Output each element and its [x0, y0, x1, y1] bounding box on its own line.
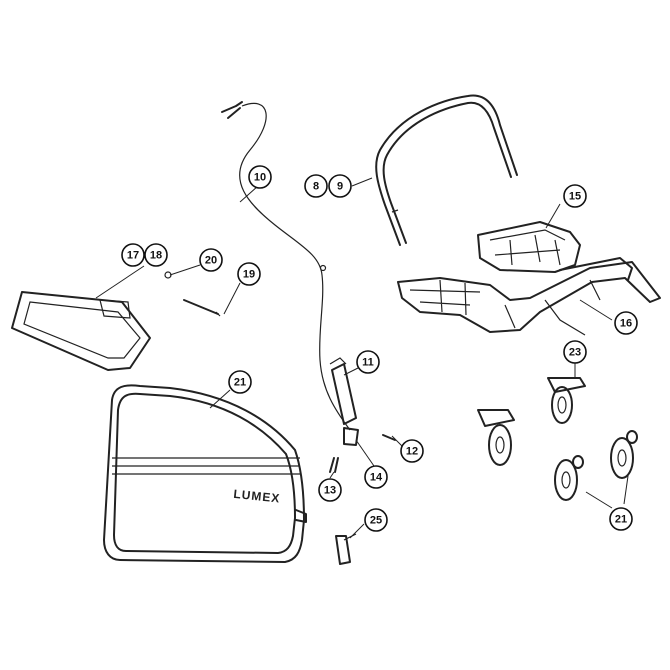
callout-label: 21: [234, 377, 246, 389]
callout-23: 23: [563, 340, 587, 364]
callout-label: 23: [569, 347, 581, 359]
callout-18: 18: [144, 243, 168, 267]
caster-bottom: [554, 455, 584, 501]
callout-label: 12: [406, 446, 418, 458]
callout-16: 16: [614, 311, 638, 335]
tray: [11, 291, 151, 371]
callout-label: 17: [127, 250, 139, 262]
side-rail: LUMEX: [103, 384, 307, 563]
actuator: [329, 357, 359, 446]
callout-15: 15: [563, 184, 587, 208]
callout-label: 20: [205, 255, 217, 267]
callout-11: 11: [356, 350, 380, 374]
callout-25: 25: [364, 508, 388, 532]
callout-label: 16: [620, 318, 632, 330]
pin-12: [382, 434, 396, 441]
callout-label: 10: [254, 172, 266, 184]
callout-label: 14: [370, 472, 383, 484]
callout-label: 25: [370, 515, 382, 527]
callout-label: 19: [243, 269, 255, 281]
callout-label: 8: [313, 181, 319, 193]
callout-21: 21: [609, 507, 633, 531]
callout-label: 21: [615, 514, 627, 526]
caster-left: [477, 409, 515, 466]
callout-17: 17: [121, 243, 145, 267]
callout-label: 11: [362, 357, 374, 369]
callout-label: 18: [150, 250, 162, 262]
bolt-25: [335, 533, 357, 565]
callout-20: 20: [199, 248, 223, 272]
caster-right: [610, 430, 638, 479]
callout-13: 13: [318, 478, 342, 502]
base-assembly: [397, 261, 661, 336]
callout-8: 8: [304, 174, 328, 198]
callout-9: 9: [328, 174, 352, 198]
pin-19: [183, 299, 221, 317]
callout-21: 21: [228, 370, 252, 394]
frame-assembly: [477, 221, 633, 281]
callout-label: 15: [569, 191, 581, 203]
handle-bar: [375, 94, 518, 246]
callout-19: 19: [237, 262, 261, 286]
clip-13: [329, 457, 339, 473]
callout-label: 9: [337, 181, 343, 193]
callout-10: 10: [248, 165, 272, 189]
leader-lines: [95, 177, 629, 539]
cable-assembly: [221, 101, 351, 431]
callout-bubbles: 10 8 9 15 17 18 20 19 16 11 23 21 12 14 13 25 21: [121, 165, 638, 532]
callout-label: 13: [324, 485, 336, 497]
brand-label: LUMEX: [233, 487, 281, 506]
callout-14: 14: [364, 465, 388, 489]
caster-23: [547, 377, 586, 424]
callout-12: 12: [400, 439, 424, 463]
